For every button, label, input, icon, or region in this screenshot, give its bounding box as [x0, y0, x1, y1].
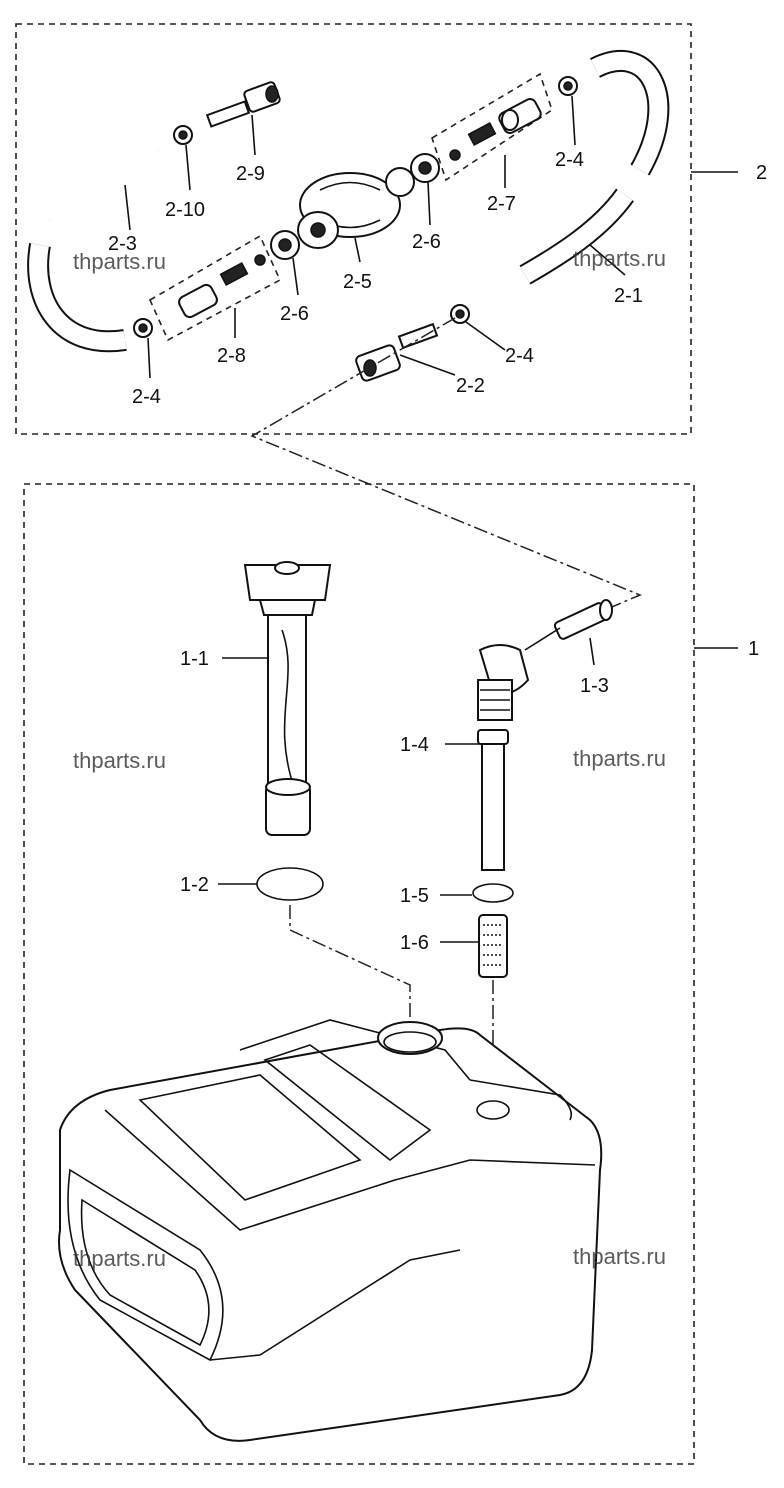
hose-clamp-lower-right — [450, 304, 470, 324]
label-2-9: 2-9 — [236, 163, 265, 185]
watermark: thparts.ru — [73, 748, 166, 773]
leader-2-3 — [124, 184, 131, 231]
label-1-5: 1-5 — [400, 885, 429, 907]
label-2-6-left: 2-6 — [280, 303, 309, 325]
label-2-6-right: 2-6 — [412, 231, 441, 253]
label-2-3: 2-3 — [108, 233, 137, 255]
check-valve-2-7 — [449, 98, 542, 161]
leader-2-5 — [354, 237, 361, 263]
collar-left — [270, 230, 300, 260]
connector-2-9 — [205, 81, 281, 128]
watermark: thparts.ru — [573, 246, 666, 271]
watermark: thparts.ru — [573, 746, 666, 771]
watermark: thparts.ru — [73, 1246, 166, 1271]
label-2-4-right: 2-4 — [505, 345, 534, 367]
hose-clamp-2-10 — [173, 125, 193, 145]
label-2-8: 2-8 — [217, 345, 246, 367]
hose-clamp-lower-left — [133, 318, 153, 338]
leader-2-2 — [399, 354, 456, 376]
label-2-7: 2-7 — [487, 193, 516, 215]
group-2-frame — [15, 23, 692, 435]
watermark: thparts.ru — [573, 1244, 666, 1269]
label-2-4-left: 2-4 — [132, 386, 161, 408]
group-1-frame — [23, 483, 695, 1465]
check-valve-2-8-frame — [148, 234, 282, 342]
tank-connector-1-3 — [553, 599, 613, 640]
o-ring-1-5 — [472, 883, 514, 903]
hose-upper-right-fill — [590, 52, 668, 175]
label-2-4-top: 2-4 — [555, 149, 584, 171]
hose-lower-left-fill — [29, 243, 127, 351]
connector-2-2 — [355, 322, 439, 382]
o-ring-1-2 — [256, 867, 324, 901]
group-2-label: 2 — [756, 162, 767, 184]
leader-2-1 — [589, 244, 626, 276]
label-1-1: 1-1 — [180, 648, 209, 670]
watermark: thparts.ru — [73, 249, 166, 274]
label-1-6: 1-6 — [400, 932, 429, 954]
leader-2-9 — [251, 114, 256, 156]
leader-2-6-right — [427, 181, 431, 226]
group-1-label: 1 — [748, 638, 759, 660]
hose-lower-right-fill — [520, 189, 633, 283]
fuel-filter-1-6 — [478, 914, 508, 978]
collar-right — [410, 153, 440, 183]
fuel-gauge-cap — [243, 561, 332, 836]
label-2-2: 2-2 — [456, 375, 485, 397]
leader-2-6-left — [292, 257, 299, 296]
primer-bulb — [297, 167, 415, 249]
label-2-10: 2-10 — [165, 199, 205, 221]
fuel-pickup-elbow — [477, 644, 530, 871]
leader-2-4-right — [465, 321, 506, 351]
elbow-connector-line — [524, 627, 561, 651]
label-1-2: 1-2 — [180, 874, 209, 896]
fuel-tank — [58, 1019, 603, 1442]
label-1-4: 1-4 — [400, 734, 429, 756]
hose-clamp-top-right — [558, 76, 578, 96]
label-2-5: 2-5 — [343, 271, 372, 293]
check-valve-2-8 — [178, 254, 266, 319]
hose-upper-left-fill — [41, 141, 162, 225]
gauge-assembly-line — [289, 905, 411, 1020]
label-1-3: 1-3 — [580, 675, 609, 697]
label-2-1: 2-1 — [614, 285, 643, 307]
leader-2-10 — [185, 144, 191, 191]
leader-2-4-top — [571, 95, 576, 146]
assembly-path-line — [250, 317, 642, 613]
leader-1-3 — [589, 637, 595, 666]
leader-2-4-left — [147, 337, 151, 379]
